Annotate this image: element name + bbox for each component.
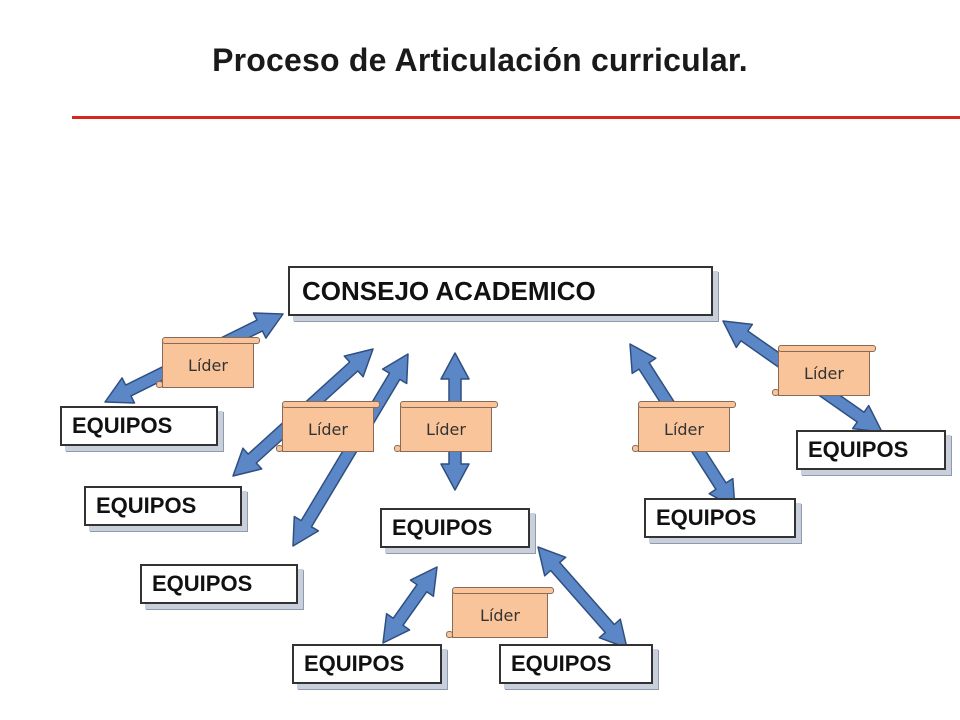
equipos-box: EQUIPOS (380, 508, 530, 548)
equipos-box: EQUIPOS (292, 644, 442, 684)
lider-scroll: Líder (446, 587, 554, 638)
lider-scroll: Líder (632, 401, 736, 452)
equipos-box: EQUIPOS (140, 564, 298, 604)
equipos-box: EQUIPOS (644, 498, 796, 538)
lider-scroll: Líder (772, 345, 876, 396)
lider-scroll: Líder (276, 401, 380, 452)
equipos-box: EQUIPOS (499, 644, 653, 684)
equipos-box: EQUIPOS (84, 486, 242, 526)
equipos-box: EQUIPOS (60, 406, 218, 446)
double-arrow (537, 546, 628, 649)
page-title: Proceso de Articulación curricular. (212, 42, 748, 78)
title-underline (72, 116, 960, 119)
lider-scroll: Líder (394, 401, 498, 452)
consejo-academico-box: CONSEJO ACADEMICO (288, 266, 713, 316)
lider-scroll: Líder (156, 337, 260, 388)
double-arrow (382, 566, 438, 644)
equipos-box: EQUIPOS (796, 430, 946, 470)
